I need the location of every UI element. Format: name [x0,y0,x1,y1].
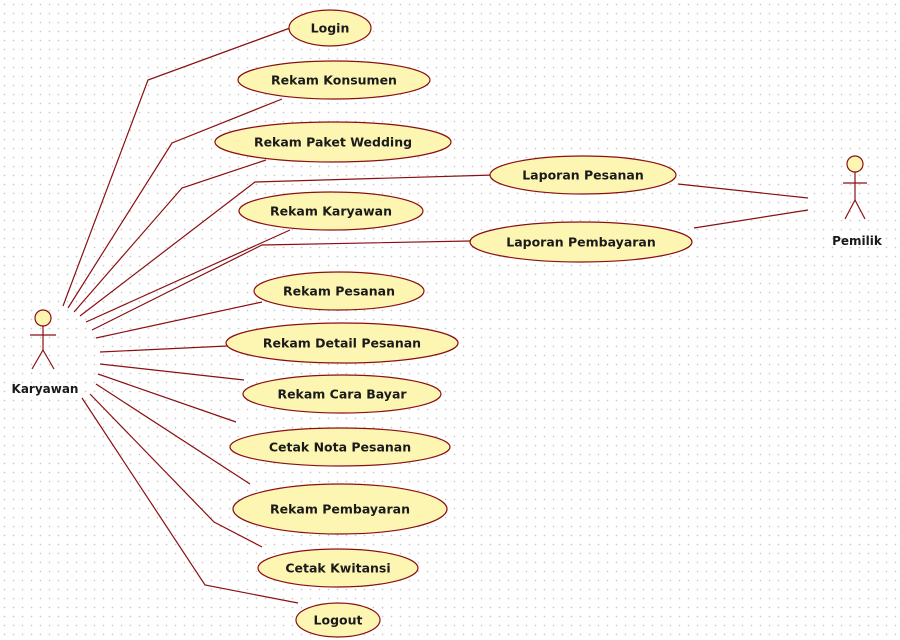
association-karyawan-rekam-cara-bayar [99,363,245,381]
use-case-laporan-pesanan[interactable]: Laporan Pesanan [489,155,677,195]
use-case-rekam-pembayaran[interactable]: Rekam Pembayaran [232,483,448,535]
association-karyawan-rekam-pembayaran [95,383,251,485]
use-case-rekam-pesanan[interactable]: Rekam Pesanan [253,271,425,311]
use-case-rekam-paket-wedding[interactable]: Rekam Paket Wedding [214,121,452,163]
use-case-rekam-cara-bayar[interactable]: Rekam Cara Bayar [242,374,442,414]
actor-head-icon [34,309,52,327]
actor-label: Pemilik [832,234,883,248]
association-pemilik-laporan-pesanan [677,183,809,199]
association-karyawan-cetak-kwitansi [89,393,263,548]
association-pemilik-laporan-pembayaran [693,209,809,229]
use-case-label: Cetak Nota Pesanan [269,440,411,455]
use-case-rekam-detail-pesanan[interactable]: Rekam Detail Pesanan [225,322,459,364]
association-karyawan-laporan-pembayaran [91,240,471,331]
use-case-label: Rekam Paket Wedding [254,135,412,150]
use-case-cetak-kwitansi[interactable]: Cetak Kwitansi [257,548,419,588]
use-cases: Login Rekam Konsumen Rekam Paket Wedding… [214,9,693,638]
association-karyawan-rekam-paket-wedding [73,159,267,313]
association-karyawan-laporan-pesanan [79,174,495,317]
use-case-cetak-nota-pesanan[interactable]: Cetak Nota Pesanan [229,427,451,467]
association-karyawan-rekam-detail-pesanan [99,345,228,353]
use-case-rekam-karyawan[interactable]: Rekam Karyawan [238,191,424,231]
association-karyawan-rekam-pesanan [95,301,263,339]
use-case-label: Rekam Konsumen [271,73,397,88]
use-case-label: Rekam Pembayaran [270,502,410,517]
use-case-laporan-pembayaran[interactable]: Laporan Pembayaran [469,221,693,263]
actor-pemilik[interactable]: Pemilik [832,155,883,248]
association-karyawan-logout [81,397,299,604]
use-case-label: Cetak Kwitansi [285,561,390,576]
association-karyawan-cetak-nota-pesanan [97,373,237,423]
associations [62,27,809,604]
use-case-logout[interactable]: Logout [295,602,381,638]
use-case-login[interactable]: Login [288,9,372,47]
association-karyawan-rekam-karyawan [85,229,291,323]
use-case-label: Laporan Pembayaran [506,235,656,250]
association-karyawan-login [62,27,291,307]
use-case-rekam-konsumen[interactable]: Rekam Konsumen [237,60,431,100]
association-karyawan-rekam-konsumen [67,98,283,309]
actor-head-icon [846,155,864,173]
actor-label: Karyawan [12,382,79,396]
use-case-label: Rekam Pesanan [283,284,395,299]
use-case-label: Login [311,21,350,36]
use-case-label: Rekam Cara Bayar [277,387,407,402]
use-case-label: Rekam Karyawan [270,204,392,219]
use-case-label: Laporan Pesanan [522,168,644,183]
use-case-label: Rekam Detail Pesanan [263,336,421,351]
use-case-label: Logout [314,613,363,628]
actor-karyawan[interactable]: Karyawan [12,309,79,396]
